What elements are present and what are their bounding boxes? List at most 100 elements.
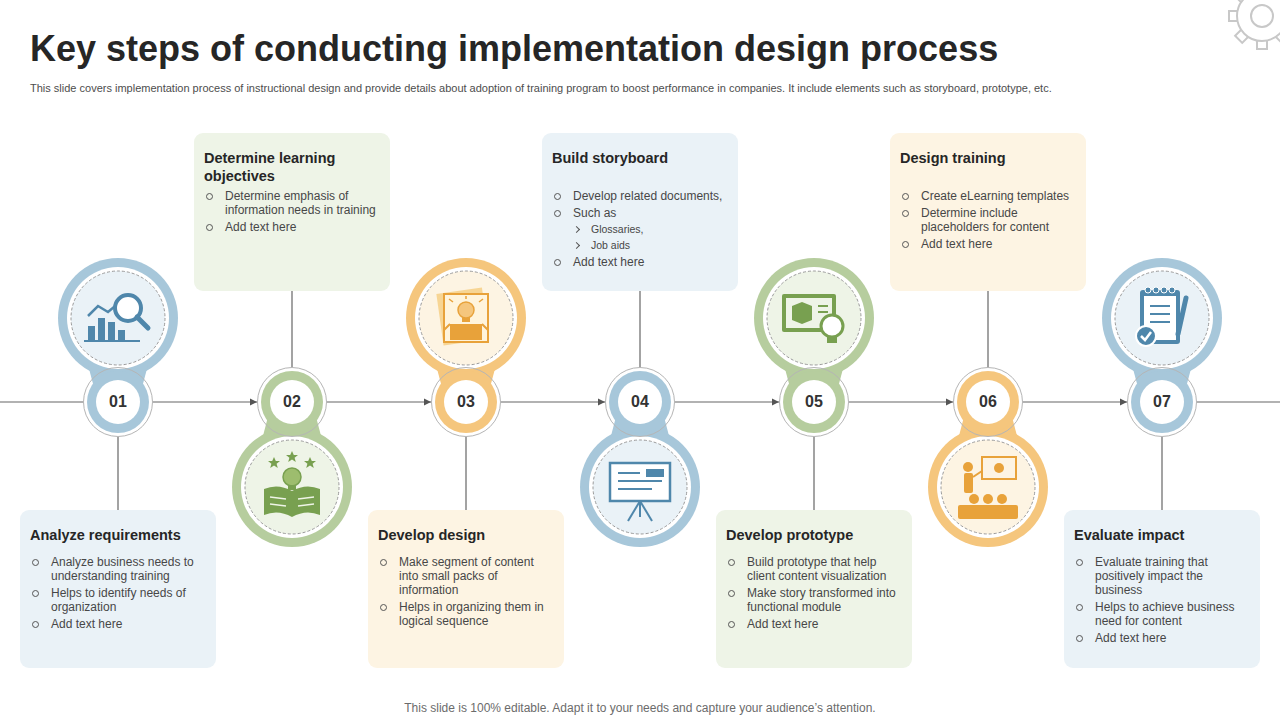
pin-shape <box>415 267 517 369</box>
bullet-marker <box>728 559 735 566</box>
timeline-arrow <box>1023 401 1127 402</box>
bullet-text: Such as <box>573 206 616 220</box>
bullet-row: Helps to achieve business need for conte… <box>1074 600 1252 628</box>
pin-shape <box>245 440 339 534</box>
bullet-row: Make story transformed into functional m… <box>726 586 904 614</box>
bullet-text: Glossaries, <box>591 223 644 236</box>
icon-part <box>137 317 148 328</box>
bullet-row: Evaluate training that positively impact… <box>1074 555 1252 597</box>
step-number: 04 <box>605 367 675 437</box>
icon-part <box>444 324 488 330</box>
bullet-text: Develop related documents, <box>573 189 722 203</box>
icon-part <box>118 330 125 340</box>
pin-shape <box>609 371 671 433</box>
bullet-marker <box>32 559 39 566</box>
bullet-row: Analyze business needs to understanding … <box>30 555 208 583</box>
bullet-text: Determine emphasis of information needs … <box>225 189 382 217</box>
pin-shape <box>783 371 845 433</box>
pin-shape <box>87 371 149 433</box>
step-number-text: 06 <box>979 393 997 411</box>
bullet-marker <box>380 559 387 566</box>
icon-part <box>88 326 95 340</box>
step-heading: Build storyboard <box>552 149 730 189</box>
pin-shape <box>1102 258 1222 378</box>
bullet-text: Add text here <box>573 255 644 269</box>
icon-part <box>1145 287 1151 293</box>
leader-line <box>987 291 988 367</box>
pin-shape <box>406 258 526 378</box>
step-box: Evaluate impactEvaluate training that po… <box>1064 510 1260 668</box>
step-number-text: 05 <box>805 393 823 411</box>
icon-part <box>818 305 828 307</box>
leader-line <box>1161 437 1162 510</box>
step-number-text: 04 <box>631 393 649 411</box>
bullet-marker <box>902 241 909 248</box>
bullet-text: Add text here <box>1095 631 1166 645</box>
bullet-text: Add text here <box>51 617 122 631</box>
pin-shape <box>241 436 343 538</box>
step-heading: Determine learning objectives <box>204 149 382 189</box>
step-number: 02 <box>257 367 327 437</box>
pin-shape <box>444 380 488 424</box>
icon-part <box>618 472 640 474</box>
icon-part <box>1150 305 1170 307</box>
pin-shape <box>763 267 865 369</box>
icon-part <box>963 462 973 472</box>
pin-shape <box>966 380 1010 424</box>
step-box: Determine learning objectivesDetermine e… <box>194 133 390 291</box>
bullet-text: Add text here <box>747 617 818 631</box>
bullet-marker <box>206 193 213 200</box>
step-heading: Evaluate impact <box>1074 526 1252 555</box>
icon-part <box>969 494 979 504</box>
pin-shape <box>232 427 352 547</box>
icon-part <box>449 299 453 302</box>
bullet-text: Helps to achieve business need for conte… <box>1095 600 1252 628</box>
step-number-text: 03 <box>457 393 475 411</box>
bullet-row: Job aids <box>572 239 730 252</box>
step-number: 01 <box>83 367 153 437</box>
icon-part <box>982 457 1016 479</box>
pin-shape <box>618 380 662 424</box>
bullet-text: Create eLearning templates <box>921 189 1069 203</box>
timeline-arrow <box>675 401 779 402</box>
step-number: 05 <box>779 367 849 437</box>
slide-caption: This slide covers implementation process… <box>30 81 1260 95</box>
icon-part <box>640 501 652 521</box>
icon-part <box>1136 326 1156 346</box>
step-heading: Develop prototype <box>726 526 904 555</box>
icon-part <box>84 340 140 342</box>
icon-part <box>450 324 482 340</box>
slide-title: Key steps of conducting implementation d… <box>30 26 998 72</box>
bullet-row: Determine emphasis of information needs … <box>204 189 382 217</box>
bullet-marker <box>380 604 387 611</box>
icon-part <box>268 457 280 468</box>
bullet-text: Make segment of content into small packs… <box>399 555 556 597</box>
leader-line <box>813 437 814 510</box>
pin-shape <box>580 427 700 547</box>
step-number-text: 01 <box>109 393 127 411</box>
icon-part <box>618 488 652 490</box>
icon-part <box>98 318 105 340</box>
icon-part <box>1161 287 1167 293</box>
icon-part <box>792 302 812 324</box>
icon-part <box>964 473 973 493</box>
pin-shape <box>1140 380 1184 424</box>
bullet-marker <box>554 259 561 266</box>
bullet-row: Develop related documents, <box>552 189 730 203</box>
icon-part <box>958 505 1018 519</box>
step-number: 03 <box>431 367 501 437</box>
icon-part <box>286 451 298 462</box>
leader-line <box>465 437 466 510</box>
bullet-row: Such as <box>552 206 730 220</box>
icon-part <box>283 468 301 486</box>
step-heading: Analyze requirements <box>30 526 208 555</box>
step-box: Analyze requirementsAnalyze business nee… <box>20 510 216 668</box>
icon-part <box>1141 332 1151 340</box>
bullet-row: Add text here <box>726 617 904 631</box>
pin-shape <box>928 427 1048 547</box>
icon-part <box>646 469 664 477</box>
bullet-text: Evaluate training that positively impact… <box>1095 555 1252 597</box>
icon-part <box>1178 298 1186 334</box>
footer-note: This slide is 100% editable. Adapt it to… <box>0 701 1280 715</box>
leader-line <box>639 291 640 367</box>
